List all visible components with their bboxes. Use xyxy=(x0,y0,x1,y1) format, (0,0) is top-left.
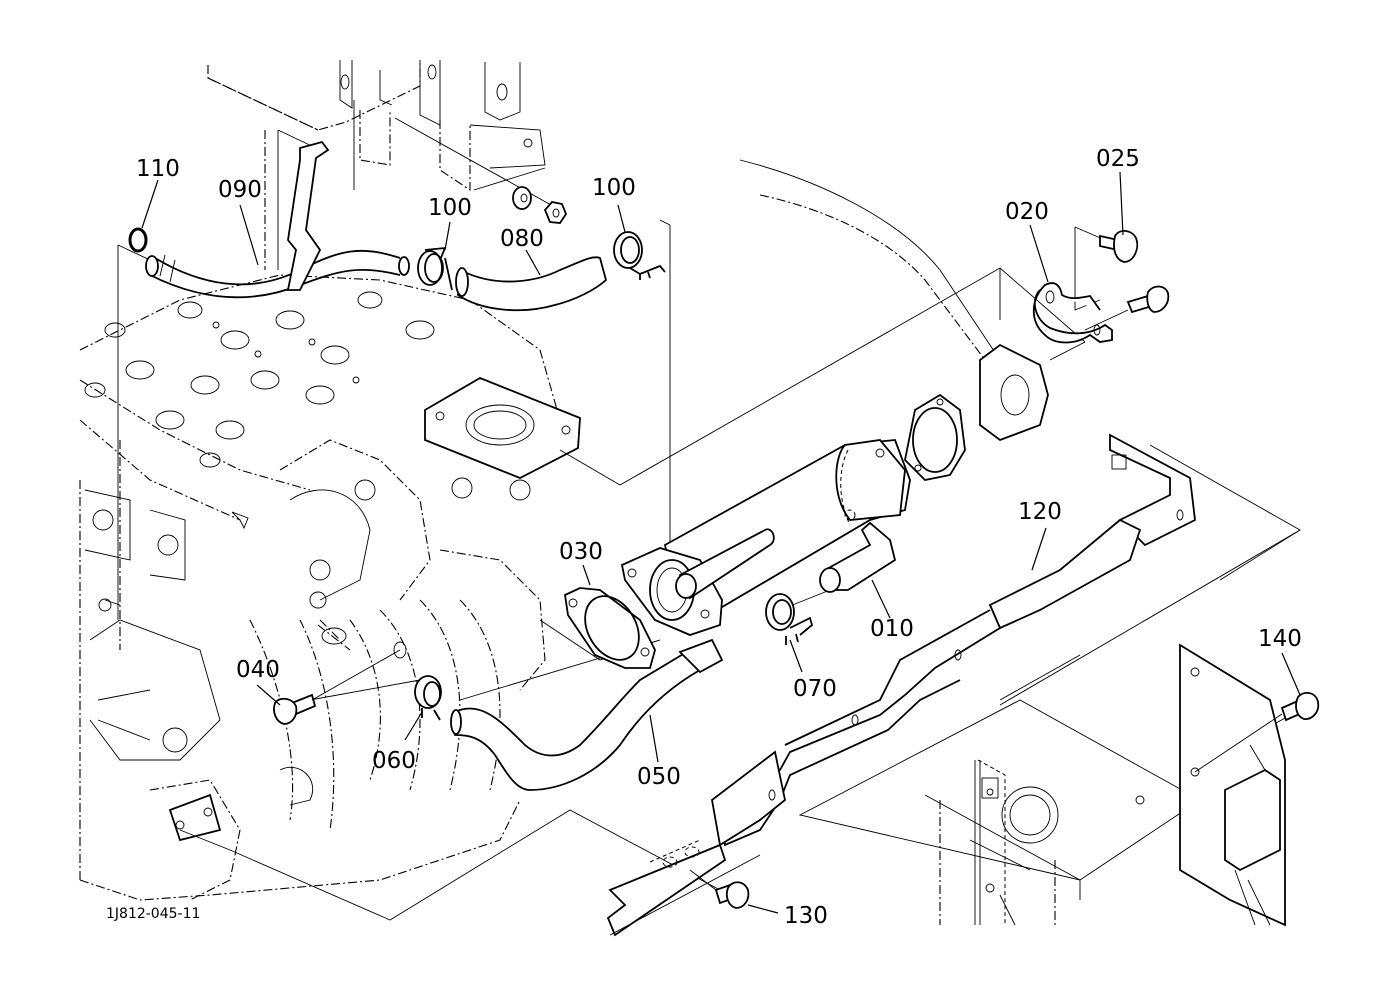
callout-080: 080 xyxy=(500,226,544,252)
cooler-gasket-upper xyxy=(904,393,966,481)
part-010-egr-cooler xyxy=(620,439,911,636)
callout-010: 010 xyxy=(870,616,914,642)
drawing-code: 1J812-045-11 xyxy=(106,906,200,922)
callout-050: 050 xyxy=(637,764,681,790)
part-020-clamp-bracket xyxy=(1032,282,1113,344)
lower-right-structure xyxy=(798,643,1286,927)
callout-040: 040 xyxy=(236,657,280,683)
callout-090: 090 xyxy=(218,177,262,203)
callout-025: 025 xyxy=(1096,146,1140,172)
part-025-bolt-upper xyxy=(1099,230,1139,263)
exhaust-flange-plate xyxy=(979,343,1049,442)
part-025-bolt-lower xyxy=(1084,285,1170,331)
part-050-pipe xyxy=(450,638,724,791)
callout-110: 110 xyxy=(136,156,180,182)
part-100-clamp-a xyxy=(417,246,453,291)
part-070-clamp xyxy=(765,593,814,645)
part-030-gasket xyxy=(564,587,656,669)
callout-100-a: 100 xyxy=(428,195,472,221)
leader-lines xyxy=(141,171,1301,914)
part-140-bolt xyxy=(1194,691,1320,773)
callout-060: 060 xyxy=(372,748,416,774)
part-090-pipe xyxy=(145,140,410,299)
washer-and-nut xyxy=(512,186,568,224)
callout-140: 140 xyxy=(1258,626,1302,652)
engine-block xyxy=(79,60,581,901)
callout-020: 020 xyxy=(1005,199,1049,225)
part-120-bracket xyxy=(606,433,1196,937)
part-110-o-ring xyxy=(128,227,148,253)
part-100-clamp-b xyxy=(613,231,666,280)
part-130-bolt xyxy=(689,869,750,909)
part-040-bolt xyxy=(231,511,407,725)
callout-070: 070 xyxy=(793,676,837,702)
part-080-hose xyxy=(455,256,608,312)
callout-labels: 110 090 100 080 100 025 020 030 010 070 … xyxy=(136,146,1302,929)
part-060-clamp xyxy=(414,675,442,721)
callout-120: 120 xyxy=(1018,499,1062,525)
callout-100-b: 100 xyxy=(592,175,636,201)
callout-130: 130 xyxy=(784,903,828,929)
head-bolt-holes xyxy=(84,291,435,468)
callout-030: 030 xyxy=(559,539,603,565)
